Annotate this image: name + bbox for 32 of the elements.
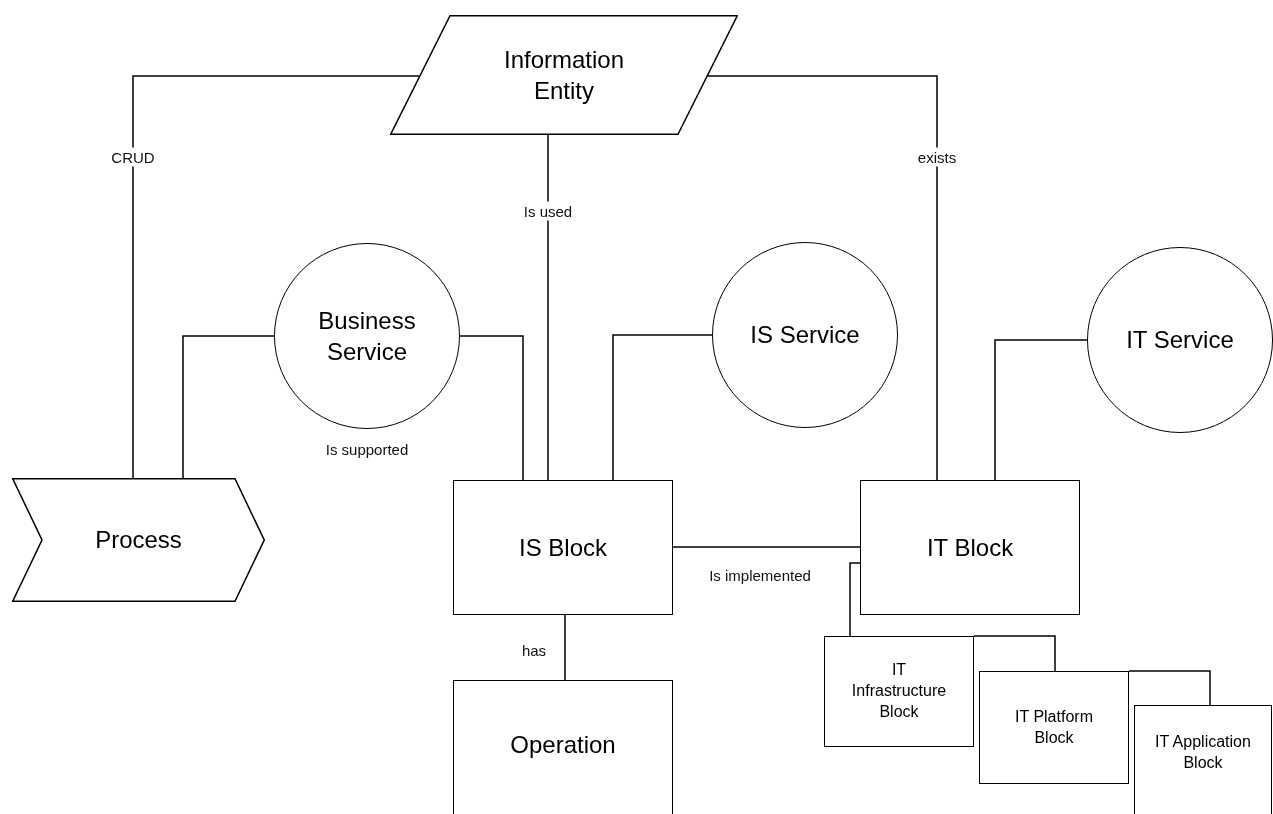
connector-line — [459, 335, 524, 481]
connector-line — [564, 614, 566, 681]
connector-line — [672, 546, 861, 548]
connector-line — [706, 75, 938, 481]
node-label: Operation — [510, 730, 616, 761]
node-label: Information Entity — [502, 44, 626, 106]
node-label: IT Platform Block — [1014, 706, 1094, 748]
connector-line — [612, 334, 713, 481]
connector-line — [132, 75, 421, 479]
connector-line — [994, 339, 1088, 481]
block-box — [1134, 705, 1272, 814]
connector-line — [973, 635, 1056, 672]
node-label: IT Service — [1126, 325, 1234, 356]
block-box — [824, 636, 974, 747]
connector-line — [547, 134, 549, 481]
node-label: Business Service — [317, 305, 417, 367]
block-box — [453, 480, 673, 615]
node-label: IT Infrastructure Block — [850, 660, 948, 722]
connector-line — [849, 562, 861, 637]
block-box — [860, 480, 1080, 615]
edge-label: exists — [915, 147, 959, 167]
node-label: Process — [95, 525, 182, 556]
block-box — [979, 671, 1129, 784]
node-label: IS Service — [750, 320, 860, 351]
edge-label: CRUD — [109, 147, 157, 167]
relation-label: Is supported — [325, 440, 409, 458]
node-label: IT Block — [926, 532, 1014, 563]
node-label: IT Application Block — [1154, 731, 1252, 773]
connector-line — [182, 335, 275, 479]
connector-line — [1128, 670, 1211, 706]
block-box — [453, 680, 673, 814]
node-label: IS Block — [519, 532, 607, 563]
